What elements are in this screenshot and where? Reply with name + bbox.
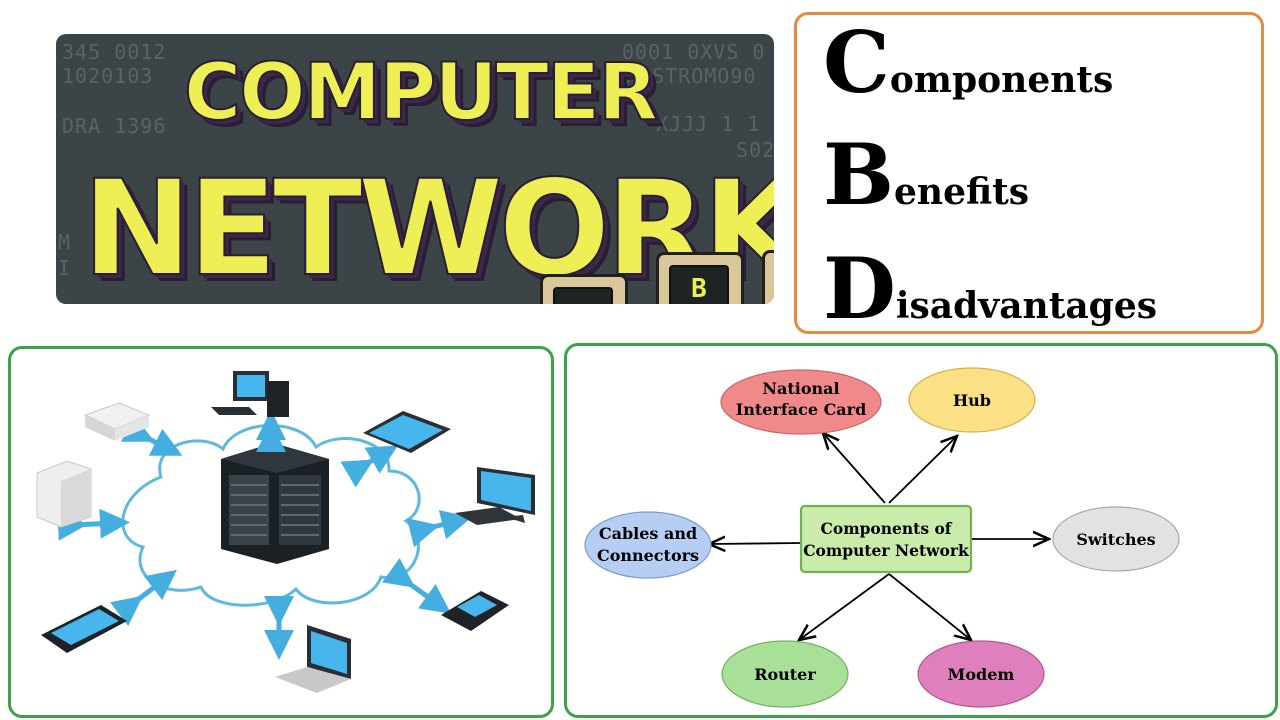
node-label: Cables and <box>599 524 697 543</box>
node-label: National <box>762 379 839 398</box>
computer-networks-banner: 345 0012 1020103 DRA 1396 0001 0XVS 0 NO… <box>56 34 774 304</box>
components-diagram-panel: National Interface Card Hub Switches Mod… <box>564 343 1278 718</box>
cbd-initial: C <box>823 13 890 112</box>
tablet-icon <box>363 411 451 453</box>
desktop-icon <box>211 371 289 417</box>
node-label: Interface Card <box>736 400 867 419</box>
node-shape <box>917 640 1045 708</box>
node-hub: Hub <box>908 367 1036 433</box>
node-shape <box>908 367 1036 433</box>
node-router: Router <box>721 640 849 708</box>
node-switches: Switches <box>1052 506 1180 572</box>
node-label: Connectors <box>597 546 699 565</box>
node-cables-and-connectors: Cables and Connectors <box>584 511 712 579</box>
cbd-disadvantages-line: Disadvantages <box>823 239 1157 338</box>
center-label: Components of <box>821 519 953 538</box>
node-label: Modem <box>948 665 1015 684</box>
diagram-arrows <box>709 433 1049 640</box>
components-diagram: National Interface Card Hub Switches Mod… <box>584 367 1180 708</box>
center-label: Computer Network <box>803 541 969 560</box>
cbd-benefits-line: Benefits <box>823 125 1029 224</box>
background-code-text: S02 <box>736 138 774 162</box>
tower-pc-icon <box>36 460 92 528</box>
background-code-text: I <box>58 256 72 280</box>
cbd-word: omponents <box>889 59 1114 101</box>
background-code-text: NOSTROMO90 <box>626 64 757 88</box>
node-shape <box>721 640 849 708</box>
node-label: Router <box>754 665 816 684</box>
retro-computer-icon: B <box>656 252 744 304</box>
smartphone-icon <box>41 605 127 653</box>
connection-arrows <box>57 410 472 660</box>
node-label: Hub <box>953 391 991 410</box>
node-modem: Modem <box>917 640 1045 708</box>
node-shape <box>1052 506 1180 572</box>
background-code-text: 0001 0XVS 0 <box>622 40 766 64</box>
background-code-text: DRA 1396 <box>62 114 167 138</box>
retro-computer-icon <box>540 274 628 304</box>
node-shape <box>720 369 882 435</box>
retro-screen-letter: B <box>669 265 729 304</box>
banner-title-line-1: COMPUTER <box>183 47 659 139</box>
cbd-word: isadvantages <box>895 285 1158 327</box>
cbd-initial: D <box>823 239 896 338</box>
server-rack-icon <box>221 443 329 564</box>
network-illustration <box>36 371 535 693</box>
node-shape <box>584 511 712 579</box>
background-code-text: M <box>58 230 72 254</box>
router-box-icon <box>83 402 151 441</box>
retro-computer-icon <box>762 250 774 304</box>
center-box <box>799 504 973 574</box>
cbd-initial: B <box>823 125 894 224</box>
node-label: Switches <box>1076 530 1155 549</box>
monitor-keyboard-icon <box>455 467 535 525</box>
mobile-phone-icon <box>441 591 509 631</box>
background-code-text: 1020103 <box>62 64 154 88</box>
cbd-word: enefits <box>894 171 1030 213</box>
cbd-components-line: Components <box>823 13 1113 112</box>
background-code-text: 345 0012 <box>62 40 167 64</box>
node-national-interface-card: National Interface Card <box>720 369 882 435</box>
cbd-outline-box: Components Benefits Disadvantages <box>794 12 1264 338</box>
laptop-icon <box>275 625 351 693</box>
center-node: Components of Computer Network <box>799 504 973 574</box>
network-illustration-panel <box>8 346 554 718</box>
background-code-text: XJJJ 1 1 1 <box>656 112 774 136</box>
